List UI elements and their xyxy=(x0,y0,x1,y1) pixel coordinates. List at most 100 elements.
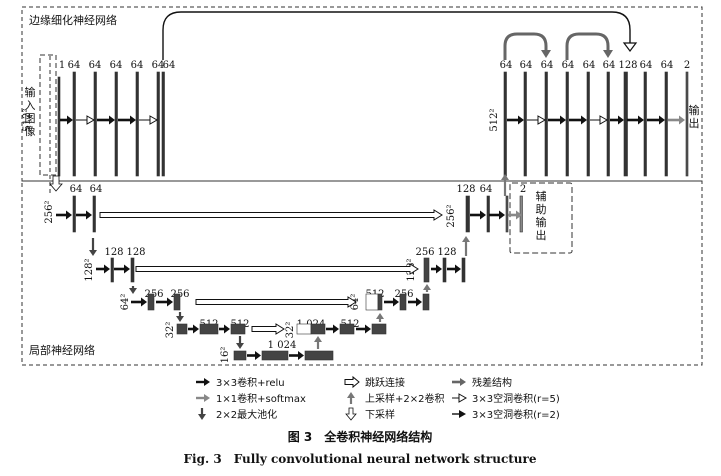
resolution-label: 32² xyxy=(285,322,296,339)
conv-relu-arrow xyxy=(97,115,115,125)
conv-relu-arrow xyxy=(356,324,371,334)
local-feature-map xyxy=(377,293,383,311)
conv-relu-arrow-head xyxy=(480,210,486,220)
conv-relu-arrow-head xyxy=(638,115,644,125)
conv-relu-arrow-head xyxy=(224,324,230,334)
skip-arrow-shape xyxy=(251,323,285,335)
channel-label: 64 xyxy=(90,184,103,195)
legend-head xyxy=(459,410,466,418)
channel-label: 64 xyxy=(640,60,653,71)
dilated-arrow-head xyxy=(537,115,547,125)
local-feature-map xyxy=(92,195,96,233)
conv-relu-arrow-head xyxy=(124,264,130,274)
aux-output-box xyxy=(509,182,573,254)
conv-relu-arrow-head xyxy=(298,351,304,360)
global-feature-map xyxy=(664,71,668,177)
skip-connection-arrow xyxy=(99,209,443,221)
channel-label: 128 xyxy=(126,247,145,258)
legend-head xyxy=(204,378,210,386)
dilated-conv-r5-arrow xyxy=(76,115,96,125)
conv-relu-arrow-head xyxy=(193,324,199,334)
aux-output-label-text-char: 辅 xyxy=(536,189,547,203)
global-feature-map xyxy=(161,71,165,177)
local-feature-map xyxy=(365,293,379,311)
channel-label: 2 xyxy=(684,60,690,71)
legend-downsample: 下采样 xyxy=(365,408,395,421)
conv-relu-arrow-head xyxy=(416,297,422,307)
local-feature-map xyxy=(371,323,387,335)
maxpool-arrow xyxy=(129,286,137,294)
upsample-arrow-head xyxy=(423,284,431,290)
global-feature-map xyxy=(586,71,590,177)
dilated-conv-r2-arrow xyxy=(139,115,159,125)
legend-downsample-icon xyxy=(345,407,357,421)
local-network-label: 局部神经网络 xyxy=(29,343,95,357)
maxpool-arrow-head xyxy=(89,250,97,256)
legend-skip: 跳跃连接 xyxy=(365,376,405,389)
resolution-label: 128² xyxy=(84,258,95,281)
global-feature-map xyxy=(72,71,76,177)
legend-conv-relu: 3×3卷积+relu xyxy=(216,376,285,389)
resolution-label: 256² xyxy=(446,204,457,227)
channel-label: 64 xyxy=(89,60,102,71)
legend-shape xyxy=(344,375,360,389)
local-feature-map xyxy=(147,293,155,311)
channel-label: 128 xyxy=(104,247,123,258)
legend-head xyxy=(458,393,468,403)
channel-label: 64 xyxy=(110,60,123,71)
residual-arrow xyxy=(565,32,613,60)
channel-label: 256 xyxy=(415,247,434,258)
local-feature-map xyxy=(130,257,135,283)
aux-output-label-text-char: 出 xyxy=(536,228,547,242)
conv-relu-arrow-head xyxy=(659,115,665,125)
legend-head xyxy=(460,378,466,386)
feature-maps xyxy=(57,71,689,361)
global-feature-map xyxy=(544,71,548,177)
legend-upsample: 上采样+2×2卷积 xyxy=(365,392,444,405)
conv-relu-arrow xyxy=(627,115,644,125)
resolution-label: 64² xyxy=(120,294,131,311)
conv-relu-arrow-head xyxy=(333,324,339,334)
conv-relu-arrow xyxy=(188,324,199,334)
channel-label: 64 xyxy=(68,60,81,71)
residual-curve xyxy=(503,32,548,60)
legend-conv1x1: 1×1卷积+softmax xyxy=(216,392,306,405)
conv-relu-arrow-head xyxy=(581,115,587,125)
conv-relu-arrow xyxy=(470,210,486,220)
legend-dil5: 3×3空洞卷积(r=5) xyxy=(472,392,560,405)
conv-relu-arrow xyxy=(647,115,665,125)
downsample-arrow xyxy=(49,175,63,192)
residual-head xyxy=(603,50,613,58)
legend-conv-relu-icon xyxy=(196,378,210,386)
legend-dil2: 3×3空洞卷积(r=2) xyxy=(472,408,560,421)
channel-label: 2 xyxy=(520,184,526,195)
channel-label: 128 xyxy=(618,60,637,71)
channel-label: 64 xyxy=(163,60,176,71)
legend-conv1x1-icon xyxy=(196,394,210,402)
input-label-text-char: 像 xyxy=(25,125,36,138)
resolution-label: 512² xyxy=(22,108,33,131)
maxpool-arrow xyxy=(176,312,184,322)
legend-maxpool-icon xyxy=(198,408,206,420)
local-feature-map xyxy=(465,195,470,233)
input-box xyxy=(39,54,57,176)
conv-relu-arrow xyxy=(114,264,130,274)
conv-relu-arrow xyxy=(569,115,587,125)
conv-relu-arrow xyxy=(447,264,461,274)
upsample-arrow xyxy=(423,284,431,292)
conv-relu-arrow xyxy=(219,324,230,334)
conv-relu-arrow xyxy=(156,297,173,307)
maxpool-arrow xyxy=(89,238,97,256)
global-feature-map xyxy=(503,71,507,177)
resolution-label: 16² xyxy=(220,347,231,364)
local-feature-map xyxy=(423,257,430,283)
conv-relu-arrow-head xyxy=(109,115,115,125)
conv-relu-arrow-head xyxy=(618,115,624,125)
legend-head xyxy=(347,392,355,398)
residual-curve xyxy=(565,32,610,60)
local-feature-map xyxy=(461,257,466,283)
output-label-text-char: 输 xyxy=(689,103,700,117)
global-feature-map xyxy=(135,71,139,177)
upsample-arrow xyxy=(376,313,384,322)
